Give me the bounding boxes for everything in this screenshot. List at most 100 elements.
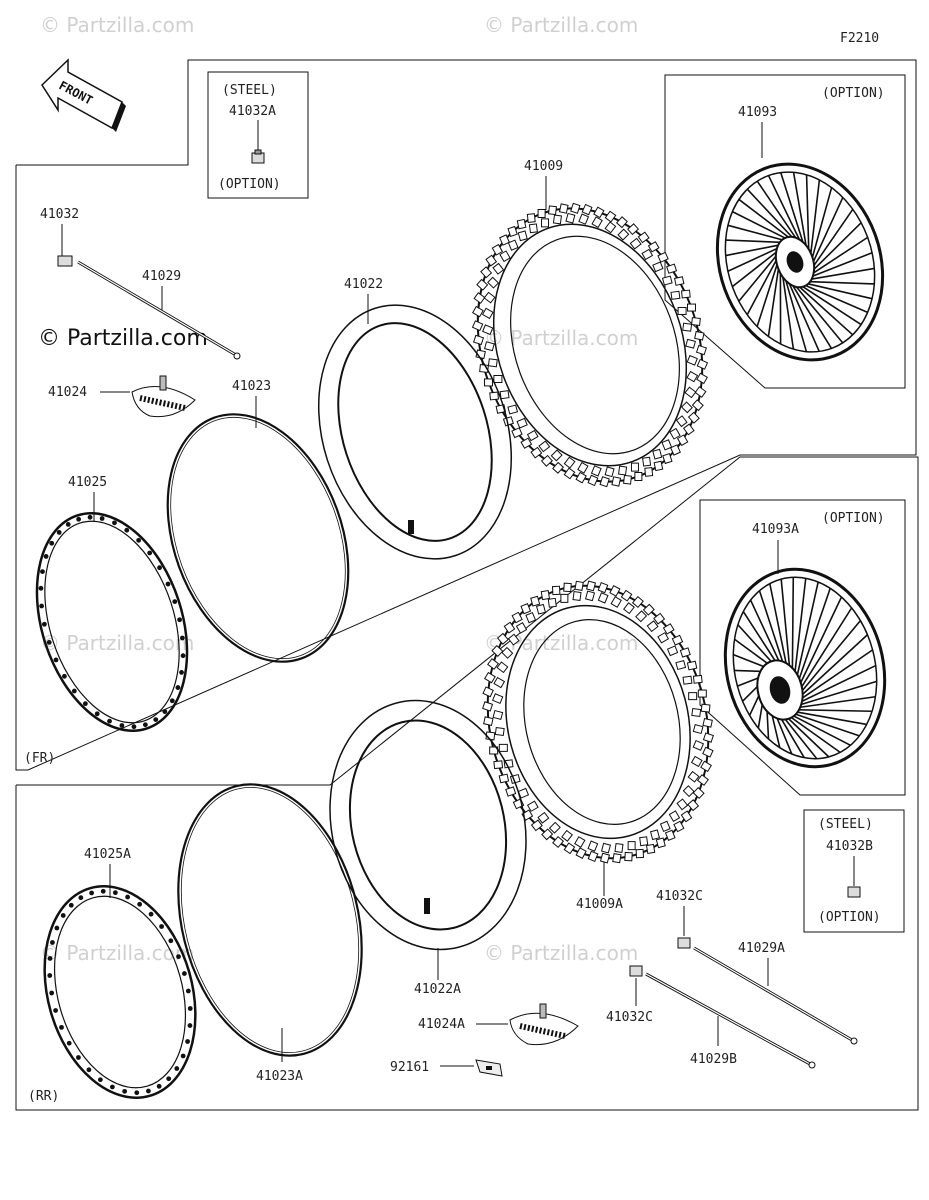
tread-knob <box>507 633 520 646</box>
spoke-hole <box>172 599 178 605</box>
tread-knob <box>551 585 561 596</box>
tread-knob <box>503 621 516 634</box>
spoke-hole <box>168 938 174 944</box>
tread-knob <box>624 851 633 862</box>
tread-knob <box>493 375 503 384</box>
tread-knob <box>604 210 617 223</box>
spoke-rod-icon <box>693 946 858 1045</box>
tread-knob <box>639 836 649 847</box>
tread-knob <box>687 770 700 783</box>
valve-nut-icon <box>847 886 861 898</box>
spoke-line <box>793 607 853 700</box>
tread-knob <box>655 837 666 849</box>
tread-knob <box>657 632 670 644</box>
spoke-hole <box>119 723 125 728</box>
valve-nut-icon <box>677 937 691 949</box>
part-41032A-label: 41032A <box>229 104 276 119</box>
tread-knob <box>635 610 648 623</box>
tread-knob <box>623 602 635 615</box>
spoke-hole <box>187 1006 193 1011</box>
tread-knob <box>538 440 551 453</box>
spoke-hole <box>76 516 82 522</box>
spoke-line <box>793 588 831 694</box>
tread-knob <box>645 843 656 855</box>
tread-knob <box>499 250 511 263</box>
tread-knob <box>652 448 663 460</box>
tread-knob <box>550 449 563 462</box>
tread-knob <box>590 465 602 477</box>
spoke-hole <box>56 530 62 535</box>
spoke-hole <box>142 722 148 728</box>
spoke-line <box>779 172 808 254</box>
tread-knob <box>649 829 661 841</box>
tread-knob <box>540 589 551 601</box>
tread-knob <box>692 787 705 800</box>
tread-knob <box>535 603 547 615</box>
spoke-line <box>808 197 844 271</box>
tread-knob <box>657 251 669 263</box>
tread-knob <box>530 595 541 607</box>
tread-knob <box>473 334 485 346</box>
tread-knob <box>489 391 500 401</box>
tread-knob <box>692 723 704 735</box>
tread-knob <box>604 466 615 478</box>
tread-knob <box>552 835 565 849</box>
tread-knob <box>673 276 685 286</box>
spoke-hole <box>109 1084 115 1090</box>
spoke-hole <box>134 1090 140 1096</box>
tread-knob <box>528 223 538 234</box>
tread-knob <box>677 306 687 315</box>
spoke-hole <box>176 954 181 960</box>
tread-knob <box>697 689 707 698</box>
tread-knob <box>682 675 693 685</box>
tread-knob <box>702 732 714 743</box>
tread-knob <box>691 399 704 412</box>
part-41032C-label: 41032C <box>656 889 703 904</box>
spoke-hole <box>187 1023 193 1028</box>
tread-knob <box>702 717 713 728</box>
tread-knob <box>612 853 622 864</box>
spoke-line <box>792 620 862 703</box>
rear-rim-band-icon <box>177 783 363 1057</box>
watermark-dark: © Partzilla.com <box>38 326 208 351</box>
tread-knob <box>530 446 543 459</box>
tread-knob <box>688 692 698 701</box>
spoke-rod-icon <box>77 260 241 360</box>
tread-knob <box>493 676 506 689</box>
tread-knob <box>629 237 642 250</box>
spoke-hole <box>166 1076 172 1082</box>
tread-knob <box>581 203 593 216</box>
spoke-hole <box>177 617 183 623</box>
tread-knob <box>511 611 523 624</box>
tread-knob <box>620 589 633 602</box>
tread-knob <box>682 423 695 436</box>
tread-knob <box>691 707 702 718</box>
rim-lock-icon <box>509 1003 579 1046</box>
tread-knob <box>482 686 494 698</box>
tread-knob <box>680 810 693 823</box>
tread-knob <box>623 474 632 485</box>
tread-knob <box>516 417 528 429</box>
spoke-hole <box>112 520 117 526</box>
figure-code: F2210 <box>840 31 879 46</box>
tread-knob <box>600 842 612 854</box>
tread-knob <box>587 474 599 487</box>
tread-knob <box>496 661 509 674</box>
spoke-hole <box>185 988 191 994</box>
spoke-line <box>797 280 873 300</box>
tread-knob <box>561 829 573 842</box>
watermark: © Partzilla.com <box>484 326 638 350</box>
part-41093A-label: 41093A <box>752 522 799 537</box>
spoke-hole <box>122 1088 128 1094</box>
tread-knob <box>694 386 707 398</box>
tread-knob <box>692 740 705 751</box>
spoke-line <box>809 187 833 268</box>
tread-knob <box>471 320 484 332</box>
spoke-line <box>793 596 843 697</box>
front-rim-icon <box>35 512 189 732</box>
tread-knob <box>577 461 589 474</box>
tread-knob <box>696 358 709 370</box>
tread-knob <box>694 330 705 341</box>
tread-knob <box>517 230 528 242</box>
tread-knob <box>502 416 514 427</box>
